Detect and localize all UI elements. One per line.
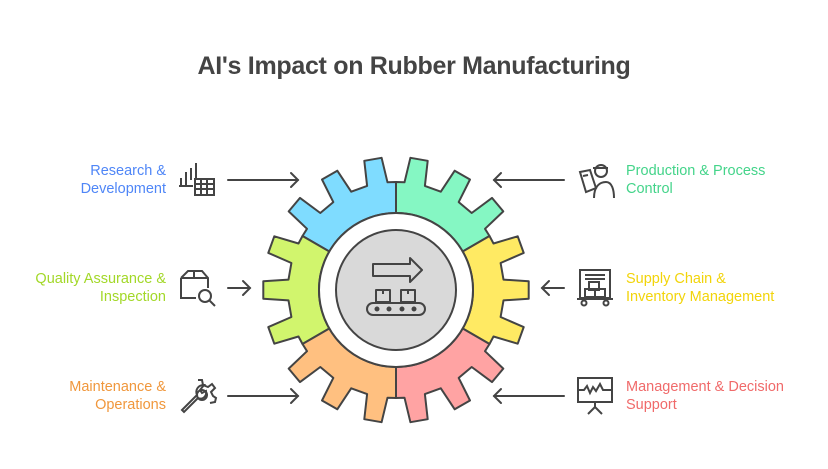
label-research-development: Research &Development — [80, 163, 166, 197]
presentation-board-icon — [577, 377, 613, 415]
page-title: AI's Impact on Rubber Manufacturing — [197, 52, 631, 80]
arrow-management — [492, 388, 565, 404]
arrow-research — [227, 172, 300, 188]
arrow-maintenance — [227, 388, 300, 404]
arrow-supply — [540, 280, 565, 296]
box-magnifier-icon — [180, 270, 216, 307]
label-supply-chain: Supply Chain &Inventory Management — [626, 271, 775, 305]
chart-calculator-icon — [179, 163, 215, 196]
wrench-gear-icon — [180, 379, 218, 414]
arrow-quality — [227, 280, 252, 296]
arrow-production — [492, 172, 565, 188]
center-circle — [335, 229, 457, 351]
label-quality-assurance: Quality Assurance &Inspection — [35, 271, 166, 305]
worker-clipboard-icon — [578, 164, 615, 199]
label-maintenance-operations: Maintenance &Operations — [69, 379, 166, 413]
inventory-cart-icon — [577, 269, 613, 307]
conveyor-belt-icon — [366, 257, 426, 316]
